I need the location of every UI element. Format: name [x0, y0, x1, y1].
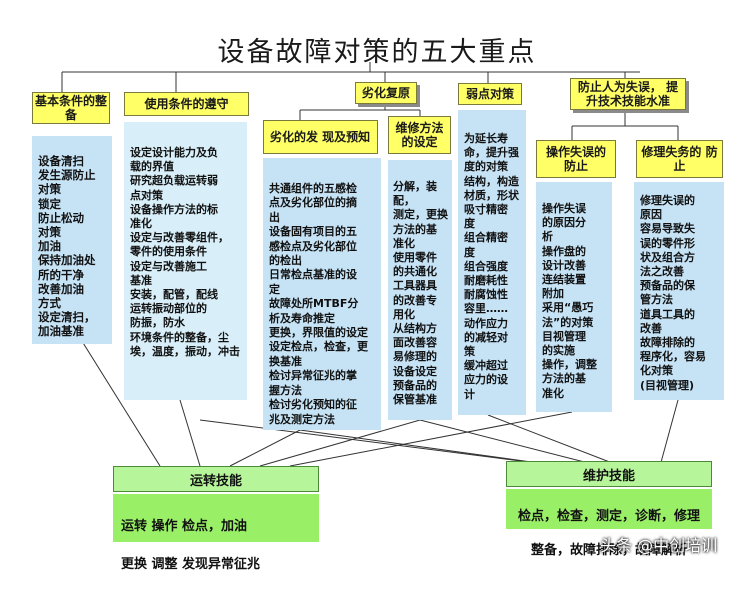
- link-repair-error-maintenance: [659, 399, 679, 467]
- page-title: 设备故障对策的五大重点: [217, 37, 537, 68]
- repair-error-header: 修理失务的 防止: [636, 140, 723, 178]
- operation-skill-line2: 更换 调整 发现异常征兆: [121, 557, 261, 572]
- operation-error-header: 操作失误的 防止: [536, 140, 616, 178]
- weakness-panel: 为延长寿 命，提升强 度的对策 结构，构造 材质，形状 吸寸精密 度 组合精密 …: [458, 110, 526, 415]
- link-repair-operation: [259, 419, 421, 467]
- operation-skill-line1: 运转 操作 检点，加油: [121, 519, 248, 534]
- maintenance-skill-header: 维护技能: [506, 461, 712, 487]
- deterioration-detect-panel: 共通组件的五感检 点及劣化部位的摘 出 设备固有项目的五 感检点及劣化部位 的检…: [263, 158, 381, 430]
- maintenance-skill-line1: 检点，检查，测定，诊断，修理: [517, 509, 700, 524]
- weakness-header: 弱点对策: [458, 83, 522, 105]
- basic-header: 基本条件的整备: [32, 92, 110, 124]
- link-usage-operation: [179, 399, 201, 467]
- link-det-operation: [229, 429, 301, 467]
- link-repair-maintenance: [419, 419, 601, 467]
- maintenance-skill-line2: 整备，故障排除，故障解析: [530, 543, 687, 558]
- connector-lines: [61, 62, 679, 467]
- deterioration-detect-header: 劣化的发 现及预知: [263, 120, 378, 154]
- maintenance-skill-body: 检点，检查，测定，诊断，修理 整备，故障排除，故障解析: [506, 489, 712, 558]
- link-op-error-operation: [289, 411, 573, 467]
- repair-error-panel: 修理失误的 原因 容易导致失 误的零件形 状及组合方 法之改善 预备品的保 管方…: [634, 182, 724, 400]
- link-usage-maintenance: [199, 419, 561, 467]
- link-basic-operation: [74, 329, 161, 467]
- repair-method-header: 维修方法 的设定: [388, 116, 451, 154]
- operation-skill-body: 运转 操作 检点，加油 更换 调整 发现异常征兆: [113, 494, 319, 572]
- usage-panel: 设定设计能力及负 载的界值 研究超负载运转弱 点对策 设备操作方法的标 准化 设…: [124, 122, 247, 400]
- operation-error-panel: 操作失误 的原因分 析 操作盘的 设计改善 连结装置 附加 采用“愚巧 法”的对…: [536, 182, 612, 412]
- human-error-header: 防止人为失误， 提升技术技能水准: [570, 78, 686, 110]
- basic-panel: 设备清扫 发生源防止 对策 锁定 防止松动 对策 加油 保持加油处 所的干净 改…: [32, 136, 112, 344]
- deterioration-header: 劣化复原: [355, 82, 417, 104]
- watermark-text: 头条 @中创培训: [600, 536, 718, 555]
- usage-header: 使用条件的遵守: [124, 92, 249, 116]
- repair-method-panel: 分解，装配， 测定，更换 方法的基 准化 使用零件 的共通化 工具器具 的改善专…: [388, 160, 452, 420]
- operation-skill-header: 运转技能: [113, 466, 319, 492]
